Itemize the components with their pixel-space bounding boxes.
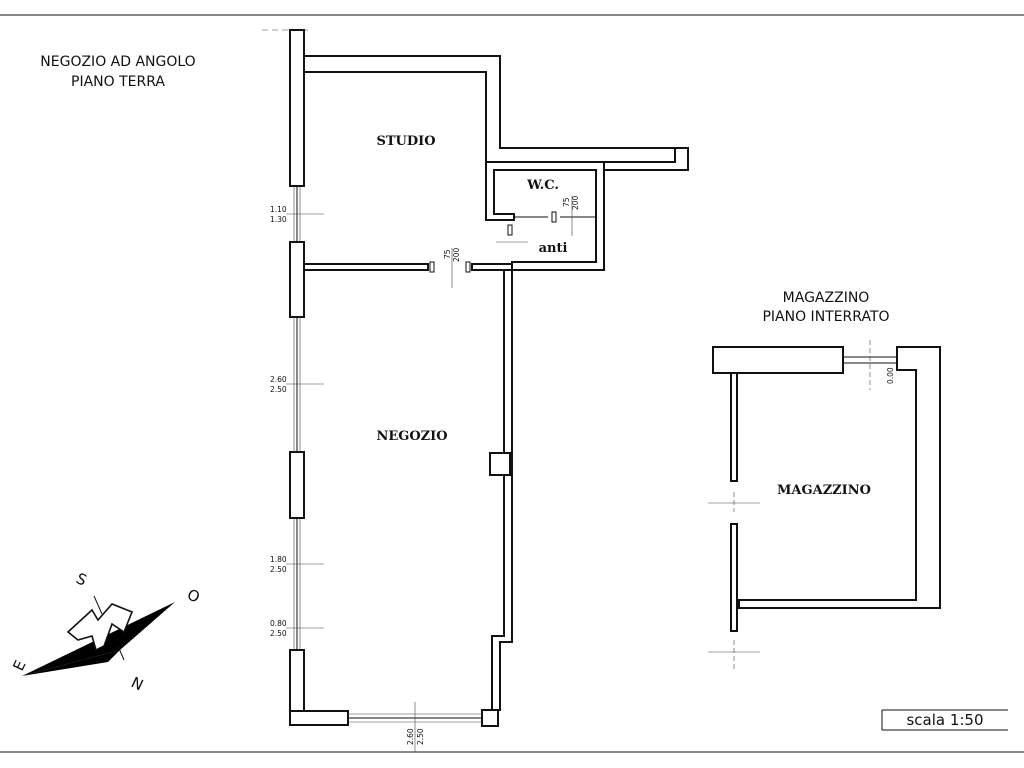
room-label-studio: STUDIO [376,134,435,149]
dim-bottom-bottom: 2.50 [416,728,425,745]
plan-title-line2: PIANO TERRA [71,74,165,90]
dim-bottom-top: 2.60 [406,728,415,745]
dim-door-wc-h: 200 [571,195,580,210]
dim-win1-top: 1.10 [270,205,287,214]
compass-label-s: S [73,569,89,589]
dim-win4-top: 0.80 [270,619,287,628]
dim-win3-top: 1.80 [270,555,287,564]
dim-win2-bottom: 2.50 [270,385,287,394]
dim-door-wc-w: 75 [562,197,571,207]
room-label-anti: anti [539,241,568,256]
scale-label: scala 1:50 [906,711,983,729]
dim-door-studio-w: 75 [443,249,452,259]
sheet-frame [0,14,1024,753]
dimension-ticks [286,196,573,752]
compass-label-e: E [9,657,29,673]
room-label-magazzino: MAGAZZINO [777,483,871,498]
basement-walls [708,340,941,672]
dim-win3-bottom: 2.50 [270,565,287,574]
scale-label-box: scala 1:50 [881,709,1008,731]
basement-title-line2: PIANO INTERRATO [762,309,889,325]
room-label-negozio: NEGOZIO [376,429,447,444]
dim-win4-bottom: 2.50 [270,629,287,638]
compass-rose: S O E N [9,569,202,694]
dim-win2-top: 2.60 [270,375,287,384]
basement-title-line1: MAGAZZINO [783,290,870,306]
room-label-wc: W.C. [526,178,559,193]
compass-label-n: N [128,673,146,694]
plan-title-line1: NEGOZIO AD ANGOLO [40,54,195,70]
dim-door-studio-h: 200 [452,247,461,262]
ground-floor-walls [262,29,689,727]
compass-label-o: O [184,585,202,606]
dim-basement-opening: 0.00 [886,367,895,384]
dim-win1-bottom: 1.30 [270,215,287,224]
